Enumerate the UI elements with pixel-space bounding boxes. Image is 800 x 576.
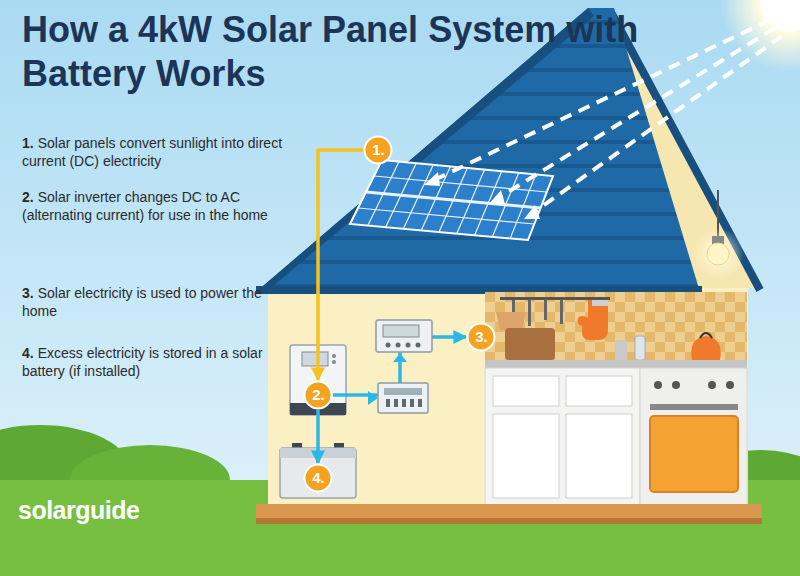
callout-disc xyxy=(305,382,332,409)
panel-grid-line xyxy=(374,176,547,192)
callout-number: 3. xyxy=(475,328,488,346)
step-item: 4.Excess electricity is stored in a sola… xyxy=(22,344,294,380)
callout-number: 4. xyxy=(312,469,325,487)
step-text: Solar inverter changes DC to AC (alterna… xyxy=(22,189,268,223)
step-number: 2. xyxy=(22,189,34,205)
callout-circle: 3. xyxy=(466,322,496,352)
step-number: 4. xyxy=(22,345,34,361)
callout-circle: 4. xyxy=(303,463,333,493)
panel-grid-line xyxy=(358,208,534,224)
callout-circle: 2. xyxy=(303,380,333,410)
step-text: Solar panels convert sunlight into direc… xyxy=(22,135,282,169)
callout-circle: 1. xyxy=(363,135,393,165)
callout-number: 2. xyxy=(312,386,325,404)
step-item: 3.Solar electricity is used to power the… xyxy=(22,284,294,320)
flow-arrow xyxy=(316,410,320,463)
panel-grid-line xyxy=(366,192,541,208)
callout-disc xyxy=(365,137,392,164)
callout-disc xyxy=(468,324,495,351)
step-number: 3. xyxy=(22,285,34,301)
step-number: 1. xyxy=(22,135,34,151)
callout-number: 1. xyxy=(372,141,385,159)
callout-disc xyxy=(305,465,332,492)
step-text: Solar electricity is used to power the h… xyxy=(22,285,262,319)
step-text: Excess electricity is stored in a solar … xyxy=(22,345,263,379)
brand-logo: solarguide xyxy=(18,496,139,525)
step-item: 1.Solar panels convert sunlight into dir… xyxy=(22,134,294,170)
flow-arrow xyxy=(318,150,363,380)
diagram-title: How a 4kW Solar Panel System with Batter… xyxy=(22,8,662,96)
step-item: 2.Solar inverter changes DC to AC (alter… xyxy=(22,188,294,224)
panel-gap xyxy=(366,192,541,208)
